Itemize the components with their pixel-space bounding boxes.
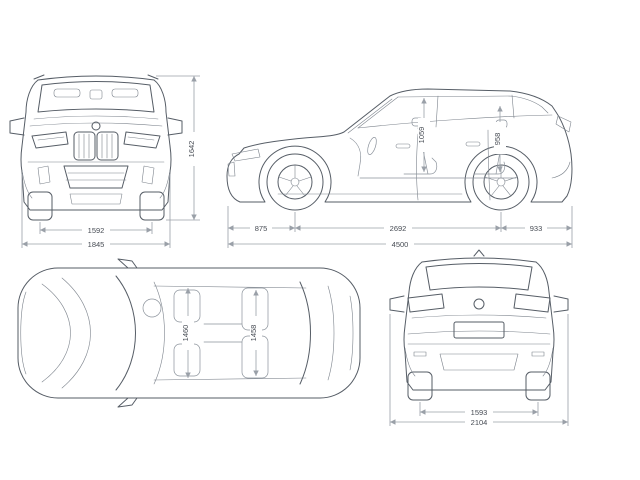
- rear-track-width-label: 1593: [471, 408, 488, 417]
- sun-visor-left: [53, 88, 81, 98]
- rear-dimensions: 1593 2104: [389, 314, 569, 427]
- front-left-tire: [27, 191, 53, 221]
- front-track-width-label: 1592: [88, 226, 105, 235]
- grille-slats: [78, 133, 113, 159]
- hood-lines: [29, 115, 163, 127]
- fog-light-bezels: [37, 165, 155, 185]
- taillights: [407, 293, 551, 313]
- wheel-arches: [21, 169, 171, 199]
- windshield: [37, 81, 155, 113]
- kidney-grille-left: [73, 131, 96, 161]
- rear-wheel-hub: [496, 177, 506, 187]
- side-mirrors: [9, 117, 183, 136]
- rear-mirrors: [389, 295, 569, 313]
- kidney-grille-right: [96, 131, 119, 161]
- brand-roundel: [91, 121, 101, 131]
- steering-wheel-plan: [142, 298, 162, 318]
- rear-view: 1593 2104: [389, 249, 569, 427]
- front-overall-width-label: 1845: [88, 240, 105, 249]
- front-wheel-spokes: [278, 164, 312, 197]
- front-door-handle: [395, 143, 411, 149]
- reflector-right: [531, 351, 545, 357]
- dashboard: [349, 137, 362, 177]
- beltline: [357, 114, 553, 129]
- side-view: 1059 958 875 2692 933 4500: [226, 88, 573, 249]
- door-seams: [416, 129, 491, 201]
- rear-wheel-arches: [404, 347, 554, 377]
- side-body-outline: [226, 88, 573, 203]
- rear-wheel-tire: [472, 153, 530, 211]
- shark-fin-antenna: [473, 249, 485, 257]
- rear-glass-arc: [299, 281, 311, 385]
- front-view: 1592 1845 1642: [9, 74, 200, 249]
- c-pillar: [511, 94, 515, 119]
- sun-visor-right: [111, 88, 139, 98]
- rear-overall-width-label: 2104: [471, 418, 488, 427]
- tailgate-arc: [327, 285, 335, 381]
- tail-lamp: [555, 115, 572, 133]
- lower-intake: [63, 165, 129, 189]
- side-headlight: [231, 148, 261, 162]
- front-overhang-label: 875: [255, 224, 268, 233]
- top-dimensions: 1460 1458: [181, 288, 262, 378]
- diffuser: [439, 353, 519, 371]
- rear-glass: [425, 263, 533, 291]
- front-bumper-arc: [20, 291, 27, 375]
- front-grille-edge: [227, 161, 236, 177]
- headlight-detail: [37, 136, 155, 141]
- tail-end-arc: [349, 295, 354, 371]
- top-view: 1460 1458: [17, 258, 361, 408]
- side-view-drawing: [226, 88, 573, 211]
- rear-roof-line: [421, 257, 537, 263]
- windshield-line: [347, 98, 393, 134]
- rear-body-outline: [403, 261, 555, 391]
- headlights: [31, 131, 161, 149]
- rear-right-tire: [525, 371, 551, 401]
- mirror-bottom: [117, 397, 138, 408]
- rear-left-tire: [407, 371, 433, 401]
- rear-interior-width-label: 1458: [249, 325, 258, 342]
- front-interior-width-label: 1460: [181, 325, 190, 342]
- rear-view-drawing: [389, 249, 569, 401]
- front-dimensions: 1592 1845 1642: [21, 75, 200, 249]
- rear-interior-height-label: 958: [493, 133, 502, 146]
- front-roof-line: [37, 75, 155, 81]
- windshield-base-arc: [115, 275, 136, 391]
- side-dimensions: 1059 958 875 2692 933 4500: [227, 98, 573, 249]
- rear-roundel: [473, 298, 485, 310]
- rear-door-handle: [465, 141, 481, 147]
- rear-overhang-label: 933: [530, 224, 543, 233]
- front-right-tire: [139, 191, 165, 221]
- window-top-edge: [397, 95, 549, 114]
- front-body-outline: [20, 79, 172, 211]
- roof-rails-plan: [153, 285, 307, 381]
- lower-valance: [69, 193, 123, 205]
- wheelbase-label: 2692: [390, 224, 407, 233]
- a-pillar-inner: [357, 96, 399, 129]
- b-pillar: [435, 95, 439, 128]
- front-wheel-hub: [290, 177, 300, 187]
- intake-slats: [65, 172, 127, 181]
- front-height-label: 1642: [187, 141, 196, 158]
- top-body-outline: [17, 267, 361, 399]
- center-console: [203, 323, 243, 343]
- front-wheel-tire: [266, 153, 324, 211]
- mirror-top: [117, 258, 138, 269]
- front-view-drawing: [9, 74, 183, 221]
- roof-rails: [33, 74, 159, 80]
- license-plate: [453, 321, 505, 339]
- hood-line-1: [41, 283, 71, 383]
- rear-bumper-line: [551, 161, 571, 179]
- steering-wheel: [367, 137, 377, 155]
- front-interior-height-label: 1059: [417, 127, 426, 144]
- tailgate-crease-1: [411, 314, 547, 319]
- overall-length-label: 4500: [392, 240, 409, 249]
- tailgate-crease-2: [407, 330, 551, 335]
- hood-line-2: [61, 277, 91, 389]
- rearview-mirror: [89, 89, 103, 100]
- reflector-left: [413, 351, 427, 357]
- windshield-top-arc: [153, 281, 165, 385]
